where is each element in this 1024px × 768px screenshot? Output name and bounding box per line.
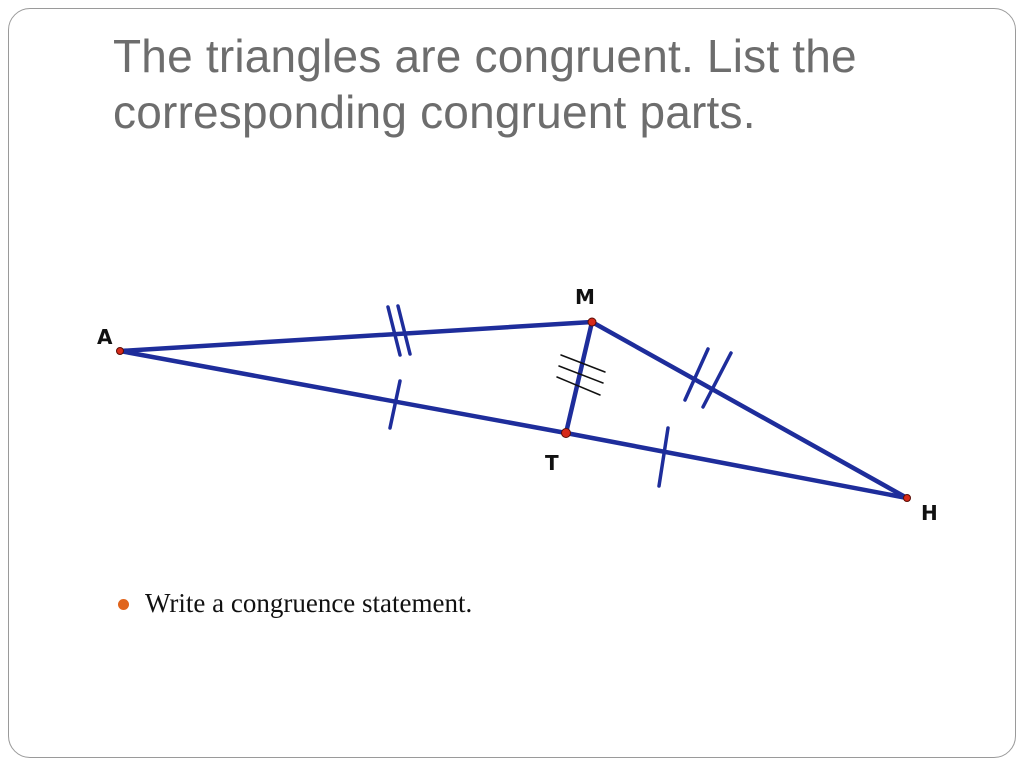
segment-at: [117, 348, 569, 436]
tick-marks-mt: [556, 354, 606, 396]
segment-mh: [589, 319, 910, 501]
segment-am: [117, 319, 595, 354]
tick-marks-mh: [683, 347, 733, 409]
point-a: [116, 347, 124, 355]
point-h: [903, 494, 911, 502]
bullet-dot-icon: [118, 599, 129, 610]
bullet-text: Write a congruence statement.: [145, 588, 473, 618]
point-m: [587, 317, 597, 327]
segment-mt: [563, 319, 595, 436]
bullet-item: Write a congruence statement.: [118, 588, 472, 619]
segment-th: [563, 430, 910, 501]
point-t: [561, 428, 571, 438]
slide-frame: [8, 8, 1016, 758]
bullet-list: Write a congruence statement.: [118, 588, 472, 619]
vertex-label-m: M: [575, 285, 595, 309]
vertex-label-a: A: [97, 325, 113, 349]
tick-mark-th: [657, 426, 670, 488]
vertex-label-t: T: [545, 451, 559, 475]
tick-mark-at: [388, 379, 402, 430]
tick-marks-am: [386, 304, 412, 357]
vertex-label-h: H: [921, 501, 938, 525]
slide-title: The triangles are congruent. List the co…: [113, 30, 857, 138]
